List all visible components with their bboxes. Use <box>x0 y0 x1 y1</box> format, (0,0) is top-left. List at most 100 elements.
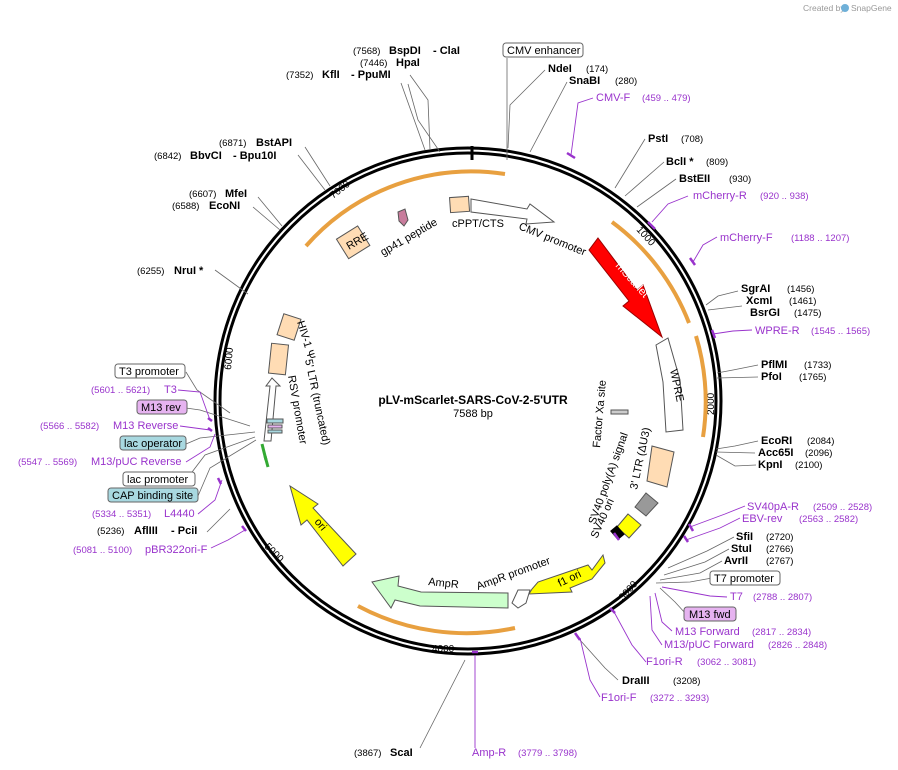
primer-leaders <box>177 97 753 748</box>
label-cppt: cPPT/CTS <box>452 218 504 230</box>
site-name-snabi: SnaBI <box>569 75 600 87</box>
site-name-ppumi: - PpuMI <box>351 69 391 81</box>
primer-name-m13-puc-reverse: M13/pUC Reverse <box>91 456 181 468</box>
plasmid-length: 7588 bp <box>453 408 493 420</box>
label-t7-promoter: T7 promoter <box>714 573 774 585</box>
primer-name-mcherry-f: mCherry-F <box>720 232 773 244</box>
leader-pbr322ori-f <box>210 529 246 549</box>
leader-pflmi <box>716 364 759 374</box>
leader-t3-promoter <box>185 371 231 414</box>
site-name-pflmi: PflMI <box>761 359 787 371</box>
site-name-sgrai: SgrAI <box>741 283 770 295</box>
leader-lac-operator <box>185 431 256 445</box>
primer-name-f1ori-f: F1ori-F <box>601 692 637 704</box>
orf-arcs <box>304 169 708 636</box>
plasmid-name: pLV-mScarlet-SARS-CoV-2-5'UTR <box>378 393 568 407</box>
primer-pos-m13-forward: (2817 .. 2834) <box>752 627 811 638</box>
site-pos-bsrgi: (1475) <box>794 308 821 319</box>
site-pos-scai: (3867) <box>354 748 381 759</box>
primer-pos-l4440: (5334 .. 5351) <box>92 509 151 520</box>
box-cap-site <box>107 487 199 503</box>
site-pos-sgrai: (1456) <box>787 284 814 295</box>
label-m13-rev: M13 rev <box>141 402 181 414</box>
site-name2-clai: ClaI <box>440 45 460 57</box>
label-t3-promoter: T3 promoter <box>119 366 179 378</box>
site-pos-ndei: (174) <box>586 64 608 75</box>
orf-arc-ampr <box>357 604 516 636</box>
primer-pos-f1ori-r: (3062 .. 3081) <box>697 657 756 668</box>
site-pos-bsteii: (930) <box>729 174 751 185</box>
box-m13-rev <box>136 399 188 415</box>
feature-sv40-ori <box>616 513 642 539</box>
site-name-clai: - ClaI <box>433 45 460 57</box>
site-name-bcli: BclI * <box>666 156 694 168</box>
site-name-ecori: EcoRI <box>761 435 792 447</box>
box-lac-promoter <box>122 471 196 487</box>
site-name-sfii: SfiI <box>736 531 753 543</box>
leader-bsrgi <box>707 305 743 311</box>
primer-name-t3: T3 <box>164 384 177 396</box>
site-pos-nrui: (6255) <box>137 266 164 277</box>
site-name-pfoi: PfoI <box>761 371 782 383</box>
leader-ndei <box>507 69 546 149</box>
backbone-outer <box>213 146 723 656</box>
leader-l4440 <box>197 479 223 515</box>
leader-draiii <box>579 639 619 681</box>
leader-snabi <box>529 81 568 153</box>
site-name-kfli: KflI <box>322 69 340 81</box>
site-pos-hpai: (7446) <box>360 58 387 69</box>
mark-t3 <box>207 417 213 422</box>
label-m13-fwd: M13 fwd <box>689 609 731 621</box>
site-name-acc65i: Acc65I <box>758 447 793 459</box>
site-pos-avrii: (2767) <box>766 556 793 567</box>
primer-labels: CMV-F (459 .. 479) mCherry-R (920 .. 938… <box>18 92 872 759</box>
tick-4000: 4000 <box>432 644 455 655</box>
leader-bbvci <box>297 154 326 191</box>
mark-mcherry-r <box>647 221 656 230</box>
site-pos-stui: (2766) <box>766 544 793 555</box>
leader-t7 <box>661 586 728 598</box>
site-pos-xcmi: (1461) <box>789 296 816 307</box>
site-pos-bbvci: (6842) <box>154 151 181 162</box>
site-pos-snabi: (280) <box>615 76 637 87</box>
primer-name-m13-forward: M13 Forward <box>675 626 740 638</box>
site-name-afliii: AflIII <box>134 525 158 537</box>
leader-m13-puc-forward <box>649 595 663 646</box>
label-cmv-enhancer: CMV enhancer <box>507 45 581 57</box>
boxed-labels: CMV enhancer T7 promoter M13 fwd T3 prom… <box>107 42 781 622</box>
feature-cmv-promoter <box>470 198 556 225</box>
primer-pos-mcherry-f: (1188 .. 1207) <box>791 233 849 244</box>
leader-pfoi <box>716 376 759 379</box>
box-m13-fwd <box>683 606 737 622</box>
feature-ori <box>289 484 357 567</box>
mark-mcherry-f <box>688 257 697 266</box>
primer-name-cmv-f: CMV-F <box>596 92 631 104</box>
site-pos-ecori: (2084) <box>807 436 834 447</box>
leader-wpre-r <box>712 329 753 335</box>
leader-t7-promoter <box>655 577 713 584</box>
site-name2-bpu10i: Bpu10I <box>240 150 277 162</box>
site-name-nrui: NruI * <box>174 265 204 277</box>
box-t3-promoter <box>114 363 186 379</box>
leader-bstapi <box>304 146 331 187</box>
tick-6000: 6000 <box>223 347 236 371</box>
label-rsv-promoter: RSV promoter <box>285 374 309 445</box>
primer-pos-ebv-rev: (2563 .. 2582) <box>799 514 858 525</box>
site-name-pcii: - PciI <box>171 525 197 537</box>
leader-psti <box>614 138 646 189</box>
site-pos-draiii: (3208) <box>673 676 700 687</box>
primer-pos-f1ori-f: (3272 .. 3293) <box>650 693 709 704</box>
leader-sv40pa-r <box>689 505 746 528</box>
tick-2000: 2000 <box>706 392 717 415</box>
label-gp41: gp41 peptide <box>379 216 440 258</box>
leader-mcherry-f <box>692 236 718 263</box>
leader-econi <box>252 206 281 231</box>
feature-ampr-promoter <box>511 589 531 609</box>
primer-pos-amp-r: (3779 .. 3798) <box>518 748 577 759</box>
feature-ampr <box>371 575 509 609</box>
site-name-bsrgi: BsrGI <box>750 307 780 319</box>
primer-pos-wpre-r: (1545 .. 1565) <box>811 326 870 337</box>
leader-nrui <box>214 269 249 295</box>
leader-sgrai <box>705 290 739 306</box>
label-factor-xa: Factor Xa site <box>591 380 609 449</box>
